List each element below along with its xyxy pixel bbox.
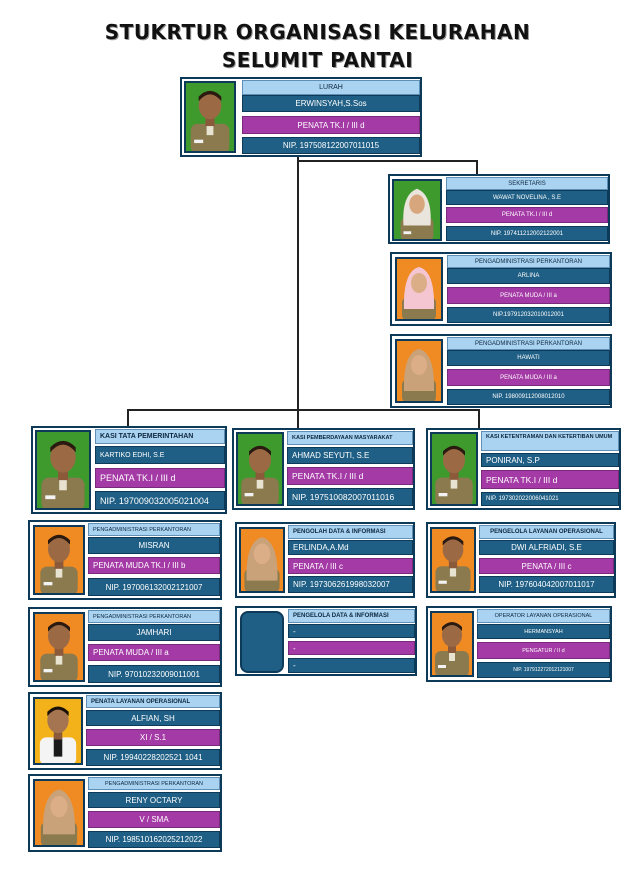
chart-title-line-2: SELUMIT PANTAI [221,48,414,72]
connector-kasi-h [127,409,479,411]
sekretaris-title: SEKRETARIS [446,177,608,190]
sekretaris-rank: PENATA TK.I / III d [446,207,608,223]
kasi-ketentraman-nip: NIP. 197302022006041021 [481,492,619,506]
left-layanan-title: PENATA LAYANAN OPERASIONAL [86,695,220,708]
left-adm-1-title: PENGADMINISTRASI PERKANTORAN [88,523,220,536]
left-adm-1-card: PENGADMINISTRASI PERKANTORAN MISRAN PENA… [28,520,222,600]
right-operator-card: OPERATOR LAYANAN OPERASIONAL HERMANSYAH … [426,606,612,682]
left-layanan-photo [33,697,83,765]
mid-pengolah-photo [239,527,285,593]
kasi-pemerintahan-rank: PENATA TK.I / III d [95,468,225,488]
pengadministrasi-2-card: PENGADMINISTRASI PERKANTORAN HAWATI PENA… [390,334,612,408]
connector-kasi-mid [297,409,299,428]
pengadministrasi-2-nip: NIP. 198009112008012010 [447,389,610,405]
kasi-pemerintahan-title: KASI TATA PEMERINTAHAN [95,429,225,444]
right-pengelola-nip: NIP. 197604042007011017 [479,576,614,593]
left-layanan-nip: NIP. 19940228202521 1041 [86,749,220,766]
left-adm-2-name: JAMHARI [88,624,220,641]
kasi-ketentraman-photo [430,432,478,506]
left-adm-2-photo [33,612,85,682]
kasi-ketentraman-card: KASI KETENTRAMAN DAN KETERTIBAN UMUM PON… [426,428,621,510]
connector-kasi-right [478,409,480,428]
pengadministrasi-1-card: PENGADMINISTRASI PERKANTORAN ARLINA PENA… [390,252,612,326]
right-operator-photo [430,611,474,677]
left-adm-1-photo [33,525,85,595]
sekretaris-card: SEKRETARIS WAWAT NOVELINA , S.E PENATA T… [388,174,610,244]
kasi-pemberdayaan-photo [236,432,284,506]
pengadministrasi-1-title: PENGADMINISTRASI PERKANTORAN [447,255,610,268]
mid-pengelola-rank: - [288,641,415,655]
left-adm-2-nip: NIP. 97010232009011001 [88,665,220,683]
left-adm-1-name: MISRAN [88,537,220,554]
pengadministrasi-2-title: PENGADMINISTRASI PERKANTORAN [447,337,610,350]
left-adm-3-nip: NIP. 198510162025212022 [88,831,220,848]
pengadministrasi-2-rank: PENATA MUDA / III a [447,369,610,386]
mid-pengelola-name: - [288,624,415,638]
right-operator-nip: NIP. 197912272012121007 [477,662,610,678]
lurah-photo [184,81,236,153]
mid-pengelola-nip: - [288,658,415,673]
kasi-pemberdayaan-nip: NIP. 197510082007011016 [287,488,413,506]
mid-pengelola-card: PENGELOLA DATA & INFORMASI - - - [235,606,417,676]
pengadministrasi-1-name: ARLINA [447,268,610,284]
kasi-pemberdayaan-card: KASI PEMBERDAYAAN MASYARAKAT AHMAD SEYUT… [232,428,415,510]
left-adm-1-nip: NIP. 197006132002121007 [88,578,220,596]
right-operator-title: OPERATOR LAYANAN OPERASIONAL [477,609,610,623]
pengadministrasi-1-nip: NIP.197912032010012001 [447,307,610,323]
left-adm-3-rank: V / SMA [88,811,220,828]
pengadministrasi-1-rank: PENATA MUDA / III a [447,287,610,304]
chart-title-line-1: STUKRTUR ORGANISASI KELURAHAN [104,20,531,44]
lurah-rank: PENATA TK.I / III d [242,116,420,134]
kasi-pemerintahan-card: KASI TATA PEMERINTAHAN KARTIKO EDHI, S.E… [31,426,227,514]
pengadministrasi-1-photo [395,257,443,321]
right-pengelola-card: PENGELOLA LAYANAN OPERASIONAL DWI ALFRIA… [426,522,616,598]
mid-pengolah-rank: PENATA / III c [288,558,413,574]
left-adm-3-card: PENGADMINISTRASI PERKANTORAN RENY OCTARY… [28,774,222,852]
mid-pengolah-title: PENGOLAH DATA & INFORMASI [288,525,413,539]
sekretaris-name: WAWAT NOVELINA , S.E [446,190,608,205]
mid-pengelola-photo-placeholder [240,611,284,673]
kasi-pemerintahan-photo [35,430,91,510]
mid-pengolah-name: ERLINDA,A.Md [288,540,413,555]
pengadministrasi-2-name: HAWATI [447,350,610,366]
left-adm-3-photo [33,779,85,847]
left-adm-2-rank: PENATA MUDA / III a [88,644,220,661]
left-adm-1-rank: PENATA MUDA TK.I / III b [88,557,220,574]
sekretaris-photo [392,179,442,241]
left-adm-3-name: RENY OCTARY [88,792,220,808]
sekretaris-nip: NIP. 197411212002122001 [446,226,608,241]
left-layanan-rank: XI / S.1 [86,729,220,746]
kasi-pemberdayaan-name: AHMAD SEYUTI, S.E [287,447,413,464]
lurah-title: LURAH [242,80,420,95]
lurah-name: ERWINSYAH,S.Sos [242,95,420,112]
pengadministrasi-2-photo [395,339,443,403]
left-adm-2-title: PENGADMINISTRASI PERKANTORAN [88,610,220,623]
lurah-nip: NIP. 197508122007011015 [242,137,420,154]
mid-pengolah-nip: NIP. 197306261998032007 [288,576,413,593]
left-layanan-name: ALFIAN, SH [86,710,220,726]
connector-kasi-left [127,409,129,426]
right-pengelola-photo [430,527,476,593]
right-operator-rank: PENGATUR / II d [477,642,610,659]
right-pengelola-name: DWI ALFRIADI, S.E [479,540,614,555]
kasi-ketentraman-rank: PENATA TK.I / III d [481,470,619,489]
connector-sekretaris-v [476,160,478,174]
kasi-pemerintahan-nip: NIP. 197009032005021004 [95,491,225,510]
left-adm-3-title: PENGADMINISTRASI PERKANTORAN [88,777,220,790]
kasi-pemberdayaan-title: KASI PEMBERDAYAAN MASYARAKAT [287,431,413,445]
connector-trunk [297,155,299,409]
left-layanan-card: PENATA LAYANAN OPERASIONAL ALFIAN, SH XI… [28,692,222,770]
kasi-pemerintahan-name: KARTIKO EDHI, S.E [95,446,225,464]
right-pengelola-rank: PENATA / III c [479,558,614,574]
kasi-pemberdayaan-rank: PENATA TK.I / III d [287,467,413,485]
mid-pengolah-card: PENGOLAH DATA & INFORMASI ERLINDA,A.Md P… [235,522,415,598]
mid-pengelola-title: PENGELOLA DATA & INFORMASI [288,609,415,623]
right-operator-name: HERMANSYAH [477,624,610,639]
left-adm-2-card: PENGADMINISTRASI PERKANTORAN JAMHARI PEN… [28,607,222,687]
connector-sekretaris-h [297,160,477,162]
lurah-card: LURAH ERWINSYAH,S.Sos PENATA TK.I / III … [180,77,422,157]
kasi-ketentraman-title: KASI KETENTRAMAN DAN KETERTIBAN UMUM [481,431,619,451]
kasi-ketentraman-name: PONIRAN, S.P [481,453,619,467]
right-pengelola-title: PENGELOLA LAYANAN OPERASIONAL [479,525,614,539]
